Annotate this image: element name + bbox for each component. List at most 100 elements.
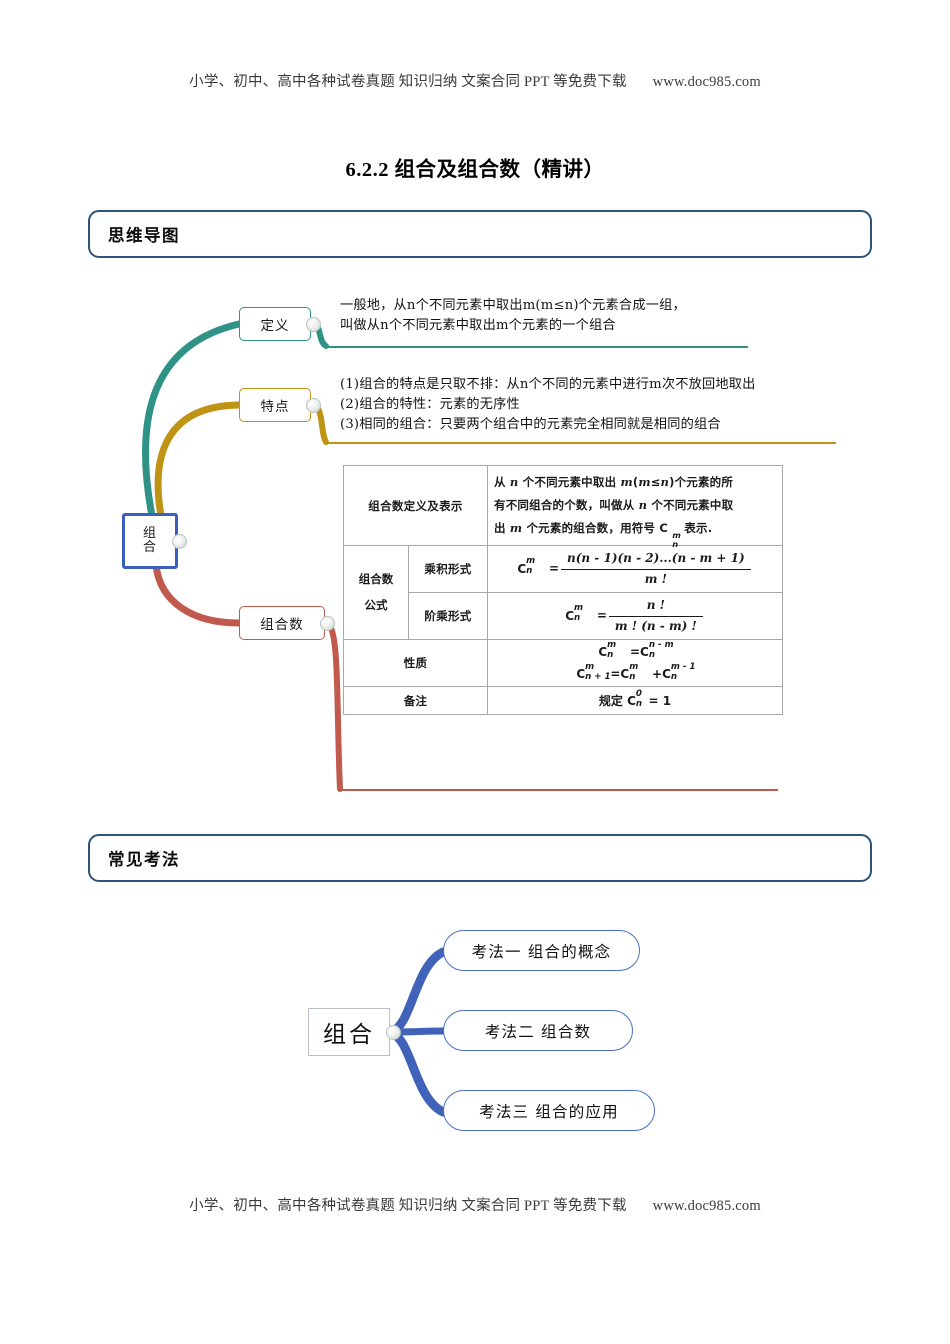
exam-method-label: 考法二 组合数 (484, 1022, 592, 1041)
feature-line-1: (1)组合的特点是只取不排：从n个不同的元素中进行m次不放回地取出 (340, 377, 756, 392)
var-n: n (660, 475, 670, 489)
collapse-knob-icon[interactable] (306, 317, 321, 332)
cell-formula-group-label: 组合数 公式 (343, 544, 409, 641)
var-n: n (638, 498, 648, 512)
exam-root-node[interactable]: 组合 (308, 1008, 390, 1056)
branch-method-1 (385, 947, 448, 1037)
section-header-mindmap: 思维导图 (88, 210, 872, 258)
collapse-knob-icon[interactable] (306, 398, 321, 413)
collapse-knob-icon[interactable] (386, 1025, 401, 1040)
exam-root-label: 组合 (323, 1022, 375, 1048)
txt: 有不同组合的个数，叫做从 (494, 498, 639, 512)
txt: 个不同元素中取出 (518, 475, 621, 489)
exam-methods-diagram: 组合 考法一 组合的概念 考法二 组合数 考法三 组合的应用 (290, 920, 690, 1150)
exam-method-label: 考法三 组合的应用 (479, 1102, 619, 1121)
node-label: 定义 (260, 318, 290, 334)
mindmap-node-combination-number[interactable]: 组合数 (239, 606, 325, 640)
group-label-line-1: 组合数 (358, 572, 394, 587)
cell-factorial-label: 阶乘形式 (408, 592, 488, 641)
root-char-2: 合 (142, 540, 157, 555)
mindmap-node-feature[interactable]: 特点 (239, 388, 311, 422)
txt: 表示. (684, 521, 713, 535)
fraction: n(n - 1)(n - 2)...(n - m + 1)m ! (561, 551, 751, 587)
branch-feature (154, 401, 243, 525)
combination-formula-table: 组合数定义及表示 从 n 个不同元素中取出 m(m≤n)个元素的所 有不同组合的… (343, 465, 783, 716)
feature-line-2: (2)组合的特性：元素的无序性 (340, 396, 520, 412)
branch-count-tail (323, 620, 343, 792)
definition-line-2: 叫做从n个不同元素中取出m个元素的一个组合 (340, 317, 616, 333)
table-row: 组合数定义及表示 从 n 个不同元素中取出 m(m≤n)个元素的所 有不同组合的… (343, 465, 783, 549)
node-label: 特点 (260, 399, 290, 415)
mindmap-root-node[interactable]: 组 合 (122, 513, 178, 569)
note-prefix: 规定 (598, 694, 628, 709)
count-underline (340, 789, 778, 792)
page-title: 6.2.2 组合及组合数（精讲） (345, 159, 605, 181)
txt: 个元素的组合数，用符号 C (522, 521, 673, 535)
txt: ( (632, 475, 639, 489)
header-url: www.doc985.com (652, 74, 761, 90)
header-text: 小学、初中、高中各种试卷真题 知识归纳 文案合同 PPT 等免费下载 (189, 74, 627, 90)
denominator: m ! (644, 571, 667, 586)
page-footer: 小学、初中、高中各种试卷真题 知识归纳 文案合同 PPT 等免费下载 www.do… (0, 1194, 950, 1215)
txt: 个不同元素中取 (647, 498, 734, 512)
branch-definition (142, 320, 243, 520)
cell-definition-body: 从 n 个不同元素中取出 m(m≤n)个元素的所 有不同组合的个数，叫做从 n … (487, 465, 783, 549)
txt: ≤ (650, 475, 661, 489)
txt: 出 (494, 521, 510, 535)
section-header-exam-methods: 常见考法 (88, 834, 872, 882)
var-n: n (509, 475, 519, 489)
cell-product-label: 乘积形式 (408, 544, 488, 594)
node-label: 组合数 (260, 617, 304, 633)
txt: )个元素的所 (669, 475, 734, 489)
exam-method-label: 考法一 组合的概念 (471, 942, 612, 961)
collapse-knob-icon[interactable] (320, 616, 335, 631)
mindmap-node-definition[interactable]: 定义 (239, 307, 311, 341)
cell-note-label: 备注 (343, 686, 488, 716)
var-m: m (620, 475, 633, 489)
section-label: 常见考法 (108, 850, 180, 869)
branch-method-3 (385, 1027, 448, 1117)
root-char-1: 组 (142, 525, 157, 541)
var-m: m (638, 475, 651, 489)
page-header: 小学、初中、高中各种试卷真题 知识归纳 文案合同 PPT 等免费下载 www.do… (0, 70, 950, 91)
txt: 从 (494, 475, 510, 489)
definition-text: 一般地，从n个不同元素中取出m(m≤n)个元素合成一组， 叫做从n个不同元素中取… (340, 296, 686, 336)
footer-text: 小学、初中、高中各种试卷真题 知识归纳 文案合同 PPT 等免费下载 (189, 1198, 627, 1214)
footer-url: www.doc985.com (652, 1198, 761, 1214)
exam-method-2[interactable]: 考法二 组合数 (443, 1010, 633, 1051)
group-label-line-2: 公式 (364, 597, 388, 612)
exam-method-1[interactable]: 考法一 组合的概念 (443, 930, 640, 971)
definition-line-1: 一般地，从n个不同元素中取出m(m≤n)个元素合成一组， (340, 298, 686, 313)
section-label: 思维导图 (108, 226, 180, 245)
numerator: n(n - 1)(n - 2)...(n - m + 1) (561, 551, 751, 570)
feature-line-3: (3)相同的组合：只要两个组合中的元素完全相同就是相同的组合 (340, 416, 721, 432)
numerator: n ! (608, 598, 703, 617)
cell-definition-label: 组合数定义及表示 (343, 465, 488, 546)
branch-count (152, 561, 243, 627)
exam-method-3[interactable]: 考法三 组合的应用 (443, 1090, 655, 1131)
mindmap-diagram: 组 合 定义 一般地，从n个不同元素中取出m(m≤n)个元素合成一组， 叫做从n… (100, 280, 890, 810)
collapse-knob-icon[interactable] (172, 534, 187, 549)
definition-underline (326, 346, 748, 349)
feature-underline (326, 442, 836, 445)
cell-property-label: 性质 (343, 639, 488, 688)
fraction: n !m ! (n - m) ! (608, 598, 703, 634)
